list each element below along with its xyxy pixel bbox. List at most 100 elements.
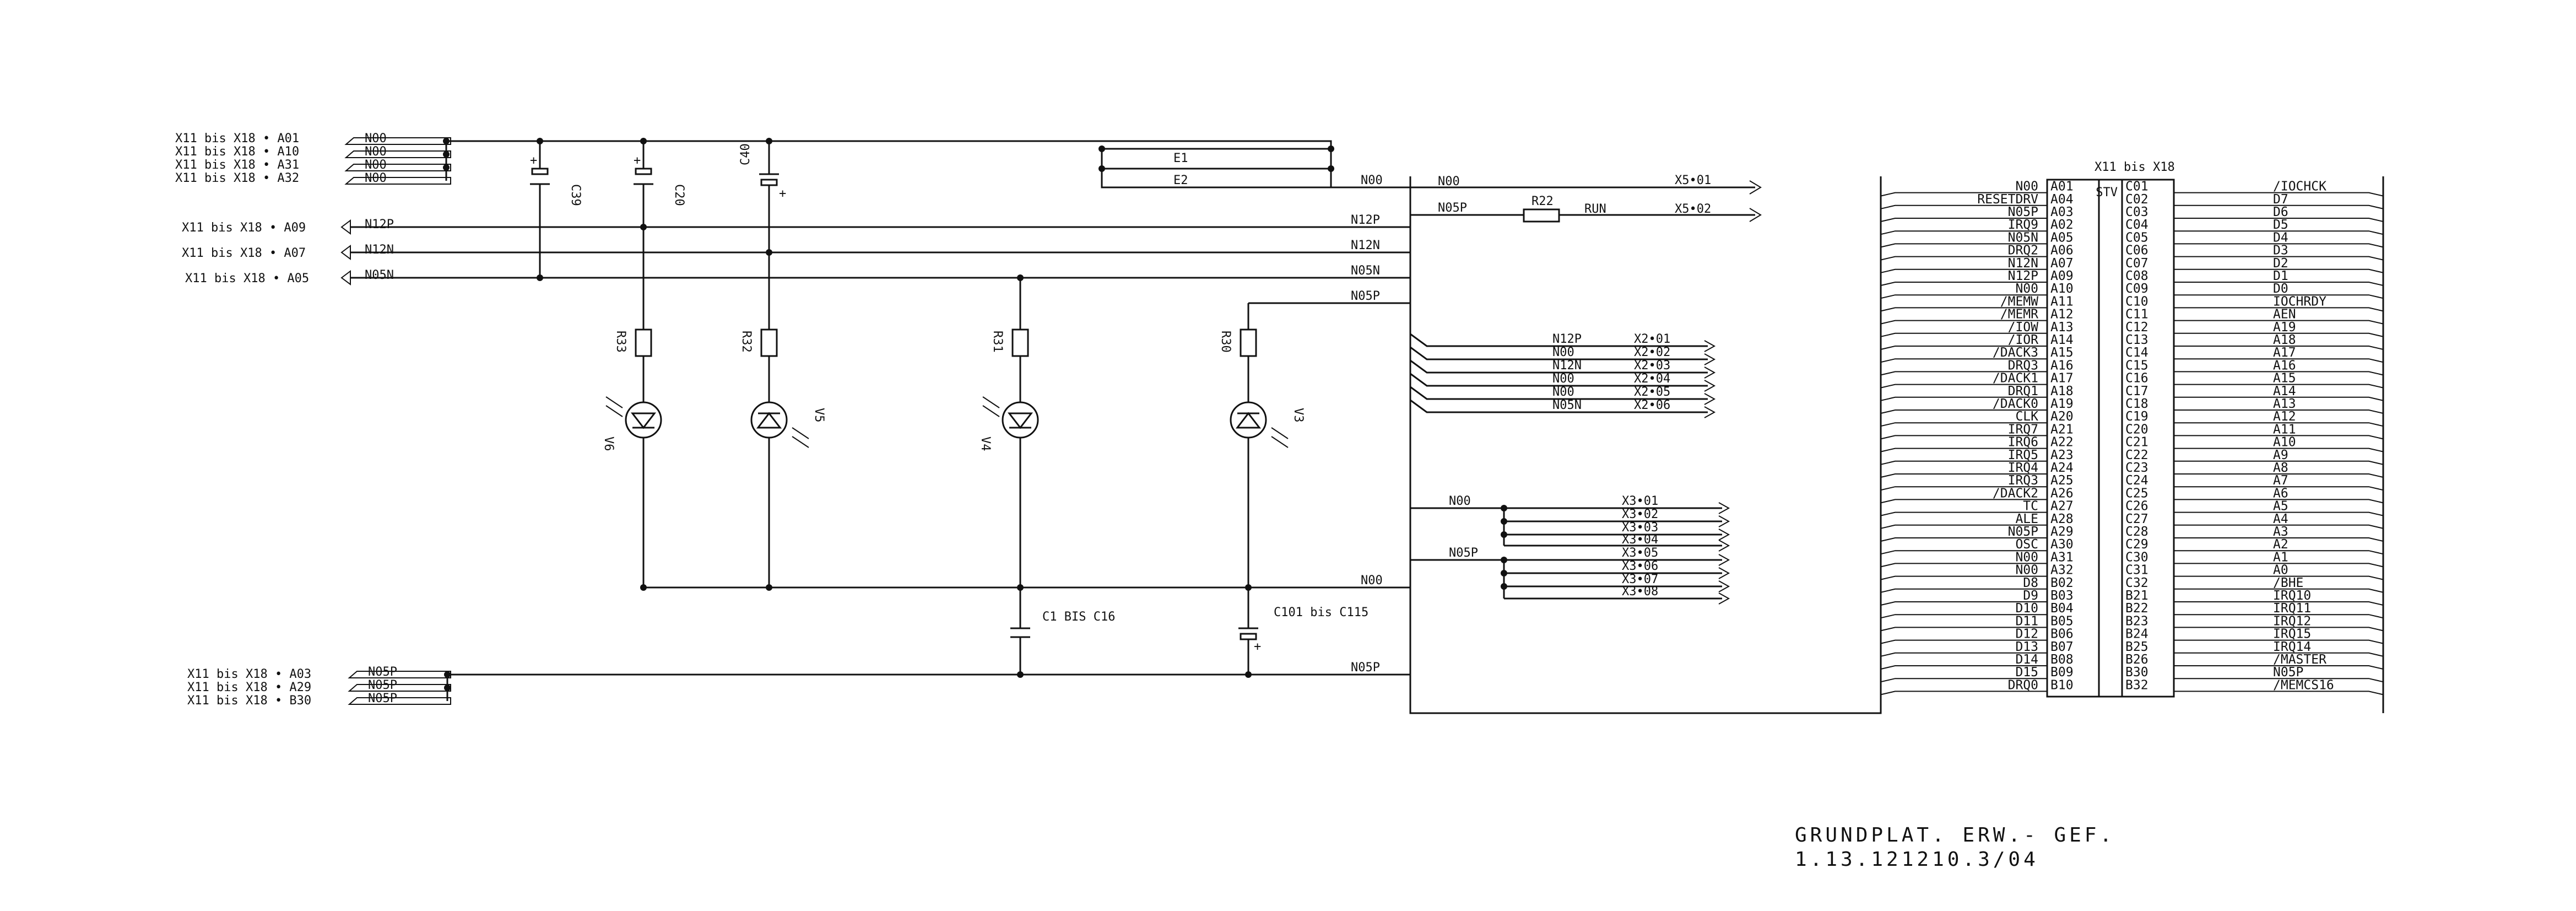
connector-right-line [2174,537,2384,542]
r30-body [1240,328,1257,357]
input-net-a29: N05P [368,678,397,692]
input-flag-a29 [348,684,451,692]
connector-left-signal: CLK [2015,409,2038,424]
connector-left-pin: A31 [2050,550,2074,564]
connector-right-signal: IRQ10 [2273,589,2311,603]
connector-right-signal: A10 [2273,435,2296,450]
jumper-e1: E1 [1173,152,1188,165]
v3-body [1230,401,1267,439]
connector-right-signal: A1 [2273,550,2288,564]
connector-left-pin: B07 [2050,640,2074,654]
connector-left-pin: A19 [2050,397,2074,411]
connector-right-line [2174,639,2384,644]
connector-left-pin: A09 [2050,269,2074,283]
c39-label: C39 [569,184,582,206]
connector-right-signal: A4 [2273,512,2288,526]
input-ref-a10: X11 bis X18 • A10 [175,145,299,159]
connector-right-pin: C26 [2125,499,2149,514]
junction [1501,583,1507,590]
junction [1501,531,1507,538]
connector-right-signal: D0 [2273,282,2288,296]
connector-left-signal: N00 [2015,282,2038,296]
v4-label: V4 [978,436,992,451]
connector-right-signal: D5 [2273,218,2288,232]
connector-left-line [1880,384,2047,389]
x5-arrow-1 [1749,180,1762,195]
connector-left-pin: A11 [2050,294,2074,309]
connector-left-pin: B04 [2050,601,2074,616]
connector-left-line [1880,652,2047,657]
connector-left-line [1880,204,2047,209]
connector-left-pin: B09 [2050,665,2074,680]
connector-right-signal: A3 [2273,525,2288,539]
connector-right-signal: IOCHRDY [2273,294,2326,309]
connector-right-line [2174,499,2384,504]
x3-pin-1: X3•01 [1622,494,1658,508]
connector-left-pin: A15 [2050,346,2074,360]
connector-body-dividers [2098,180,2123,697]
v4-light-arrows [982,396,1000,417]
connector-right-signal: /BHE [2273,576,2303,590]
connector-right-signal: D1 [2273,269,2288,283]
connector-right-signal: /MEMCS16 [2273,678,2334,692]
c39-plate [531,168,549,175]
input-net-n05n: N05N [365,268,394,282]
junction [1501,570,1507,576]
connector-left-signal: OSC [2015,537,2038,552]
title-block: GRUNDPLAT. ERW.- GEF. 1.13.121210.3/04 [1795,823,2115,872]
connector-left-line [1880,268,2047,273]
connector-left-pin: A30 [2050,537,2074,552]
connector-left-pin: B10 [2050,678,2074,692]
connector-right-line [2174,294,2384,299]
connector-right-signal: A12 [2273,409,2296,424]
connector-right-line [2174,307,2384,312]
connector-right-signal: D2 [2273,256,2288,271]
x2-net-4: N00 [1552,372,1574,386]
connector-left-pin: A21 [2050,422,2074,436]
x5-arrow-2 [1749,208,1762,222]
v6-label: V6 [602,436,615,451]
connector-left-signal: N00 [2015,550,2038,564]
input-arrow-n12p [340,219,351,235]
c40-label: C40 [739,143,753,165]
connector-right-line [2174,601,2384,606]
x5-net-n05p: N05P [1438,201,1467,215]
left-input-labels: X11 bis X18 • A01 X11 bis X18 • A10 X11 … [175,132,397,708]
bus-label-n05n: N05N [1351,264,1380,278]
connector-right-signal: A14 [2273,384,2296,398]
jumper-wires [1101,148,1331,188]
connector-left-pin: A01 [2050,180,2074,194]
x3-pin-8: X3•08 [1622,585,1658,599]
connector-right-pin: C08 [2125,269,2149,283]
input-net-n12p: N12P [365,218,394,231]
bus-label-n00-bottom: N00 [1361,574,1383,587]
input-arrow-n12n [340,245,351,260]
connector-right-line [2174,282,2384,286]
r32-body [760,328,778,357]
x3-arrows [1718,502,1730,605]
junction [444,684,451,691]
connector-right-signal: A2 [2273,537,2288,552]
x3-pin-7: X3•07 [1622,573,1658,586]
connector-outer-rails [1880,176,2384,713]
connector-left-signal: D10 [2015,601,2038,616]
connector-right-pin: C20 [2125,422,2149,436]
connector-left-signal: /MEMW [2000,294,2038,309]
v5-light-arrows [792,427,809,448]
connector-left-line [1880,678,2047,683]
connector-left-pin: A13 [2050,320,2074,335]
connector-left-line [1880,563,2047,568]
input-ref-a01: X11 bis X18 • A01 [175,132,299,145]
connector-right-signal: A13 [2273,397,2296,411]
x3-pin-2: X3•02 [1622,508,1658,521]
connector-right-pin: C02 [2125,192,2149,207]
input-ref-a31: X11 bis X18 • A31 [175,158,299,172]
connector-left-line [1880,192,2047,197]
capacitor-bank: + C39 + C20 + C40 [530,138,786,281]
x5-pin-01: X5•01 [1675,174,1711,187]
connector-right-pin: B32 [2125,678,2149,692]
c20-plate [635,168,652,175]
input-ref-a09: X11 bis X18 • A09 [182,221,306,235]
x3-pin-6: X3•06 [1622,559,1658,573]
